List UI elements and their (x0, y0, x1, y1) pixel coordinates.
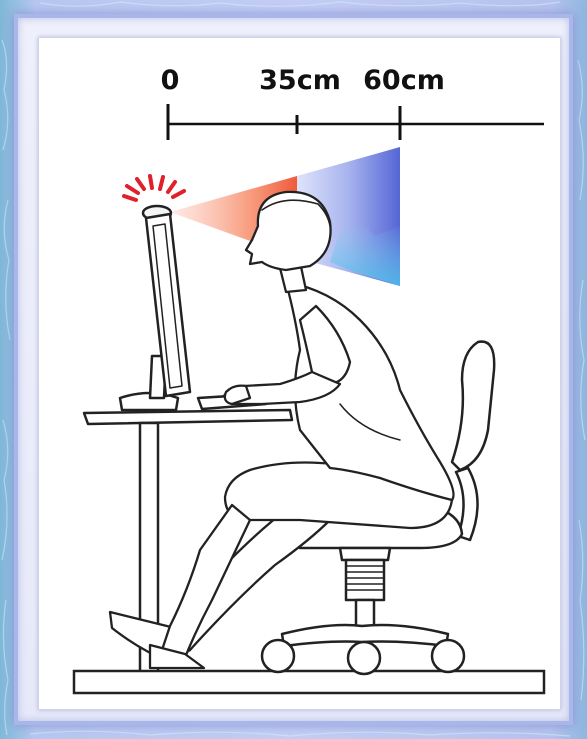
ruler-label-far: 60cm (363, 65, 445, 96)
chair-seat-mount (340, 548, 390, 560)
monitor (120, 214, 190, 410)
ruler-label-near: 35cm (259, 65, 341, 96)
desk-top (84, 410, 292, 424)
chair-post (356, 600, 374, 628)
chair-backrest (452, 342, 494, 470)
chair-caster-right (432, 640, 464, 672)
distance-ruler: 0 35cm 60cm (161, 65, 544, 140)
ruler-label-origin: 0 (161, 65, 180, 96)
chair-caster-left (262, 640, 294, 672)
floor-base (74, 671, 544, 693)
lamp-rays (124, 176, 184, 200)
chair-caster-middle (348, 642, 380, 674)
